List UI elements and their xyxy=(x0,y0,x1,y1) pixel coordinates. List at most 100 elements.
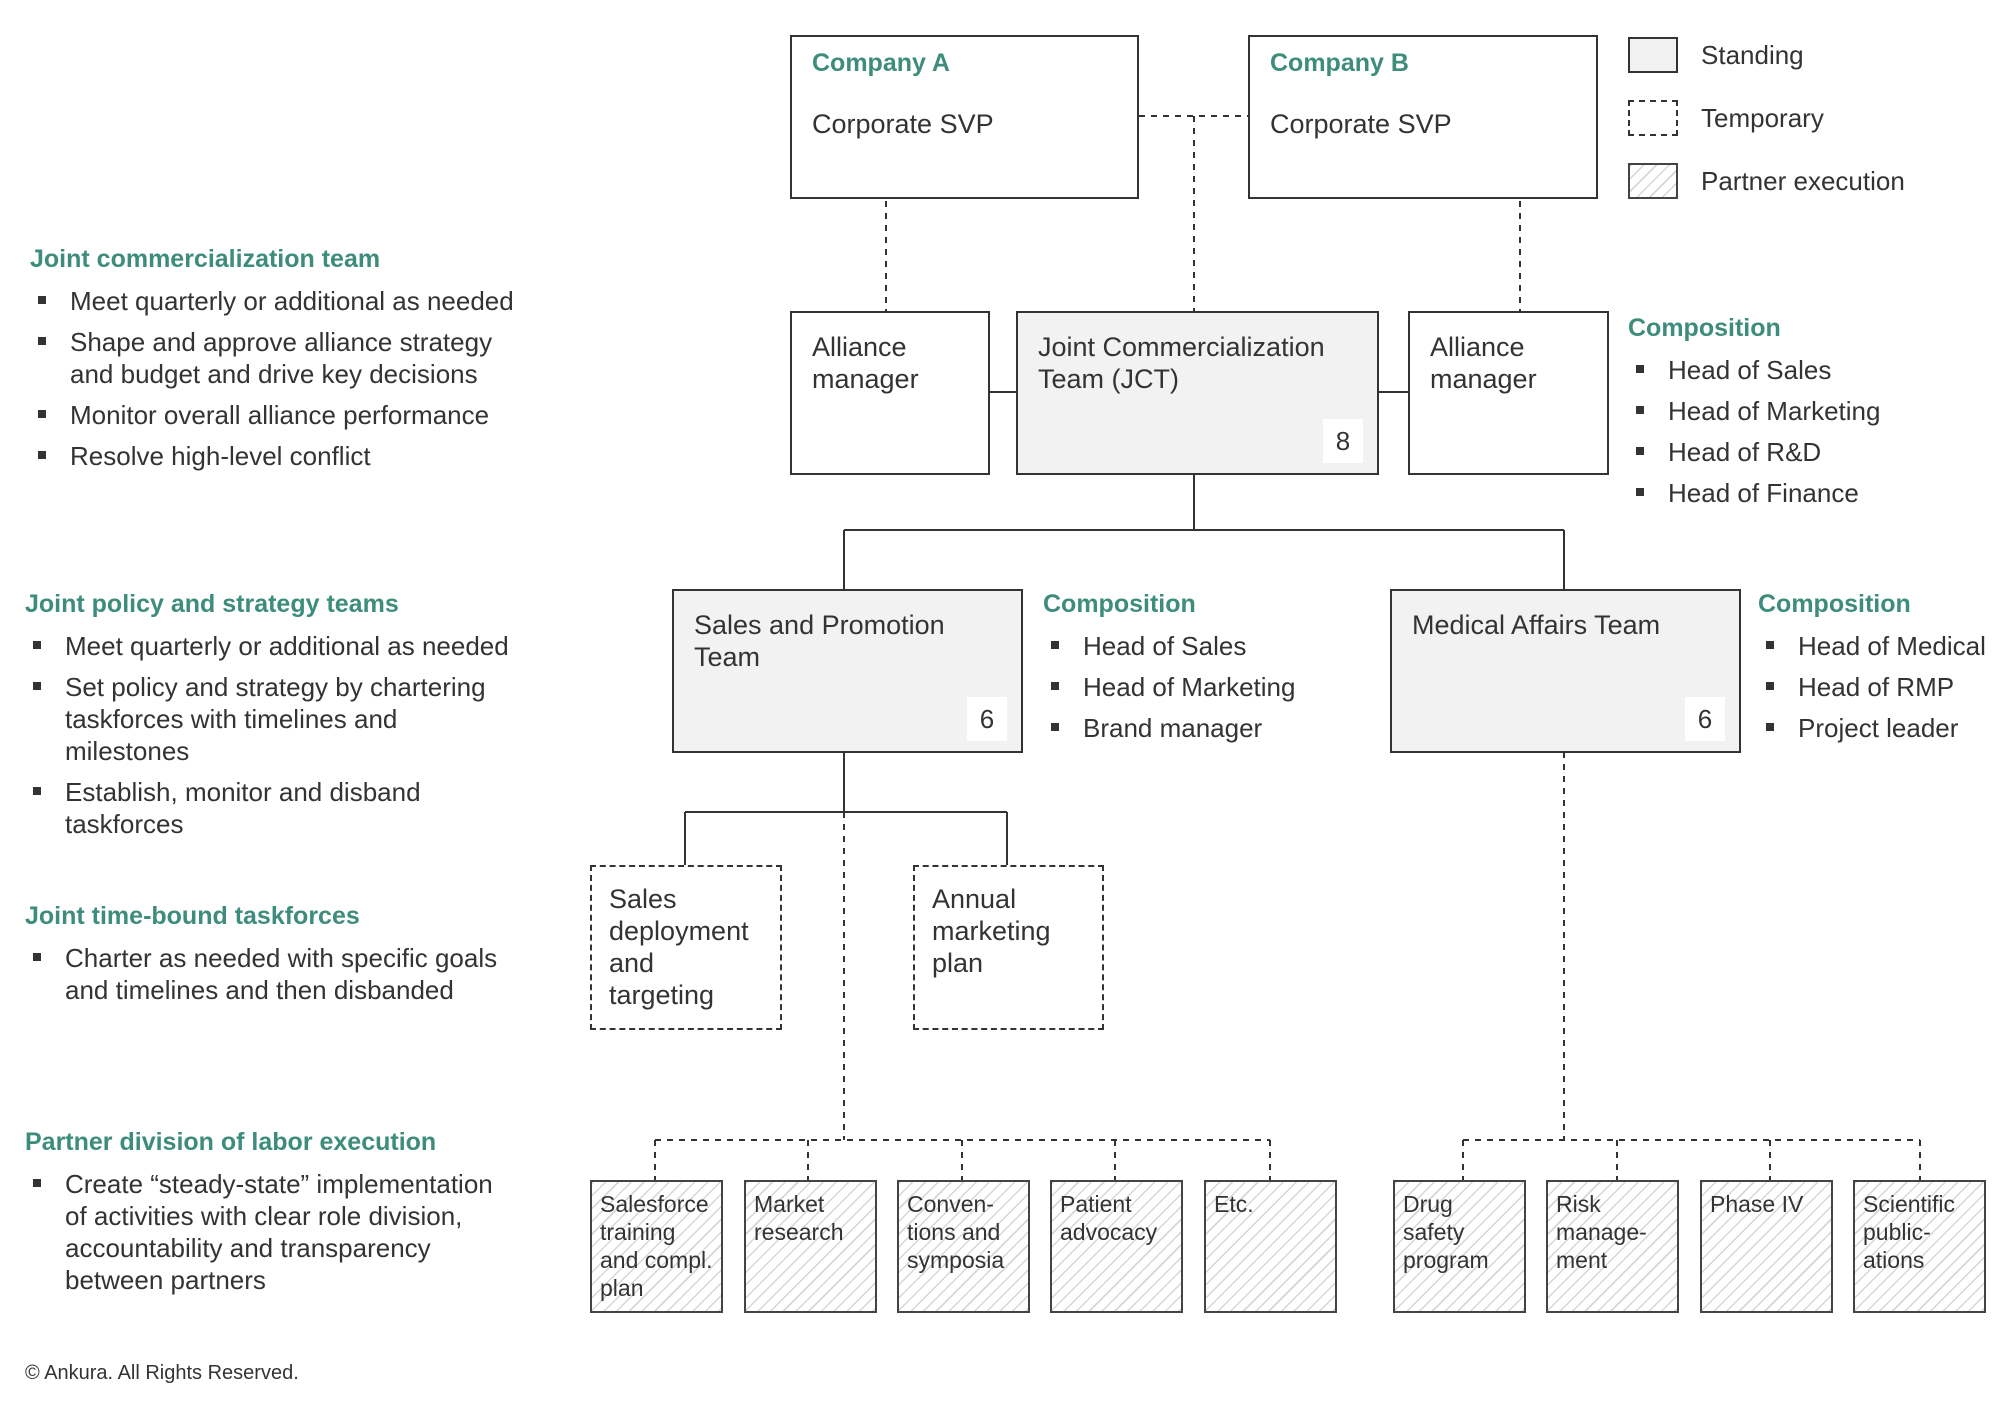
jct-count: 8 xyxy=(1323,419,1363,463)
sales-composition-title: Composition xyxy=(1043,590,1196,618)
bullet-square-icon xyxy=(38,337,46,345)
bullet-item: Meet quarterly or additional as needed xyxy=(30,285,514,317)
bullet-item: Project leader xyxy=(1758,712,1986,744)
bullet-square-icon xyxy=(1636,406,1644,414)
bullet-text: Head of Finance xyxy=(1668,478,1859,508)
bullet-text: Meet quarterly or additional as needed xyxy=(70,286,514,316)
legend-partner-label: Partner execution xyxy=(1701,166,1905,196)
bullet-item: Head of Sales xyxy=(1628,354,1880,386)
bullet-text: Resolve high-level conflict xyxy=(70,441,371,471)
bullet-square-icon xyxy=(1766,641,1774,649)
bullet-text: Head of R&D xyxy=(1668,437,1822,467)
bullet-item: Head of Marketing xyxy=(1628,395,1880,427)
exec-phase-iv-label: Phase IV xyxy=(1710,1191,1804,1217)
sales-team-count: 6 xyxy=(967,697,1007,741)
bullet-text: Head of RMP xyxy=(1798,672,1955,702)
bullet-square-icon xyxy=(1051,682,1059,690)
bullet-text: Brand manager xyxy=(1083,713,1263,743)
bullet-square-icon xyxy=(1636,365,1644,373)
section-partner-title: Partner division of labor execution xyxy=(25,1128,437,1156)
exec-phase-iv-box: Phase IV xyxy=(1700,1180,1833,1313)
bullet-square-icon xyxy=(33,953,41,961)
bullet-square-icon xyxy=(1051,723,1059,731)
bullet-text: Project leader xyxy=(1798,713,1959,743)
bullet-square-icon xyxy=(33,1179,41,1187)
medical-team-box: Medical Affairs Team 6 xyxy=(1390,589,1741,753)
bullet-square-icon xyxy=(1051,641,1059,649)
bullet-item: Head of Marketing xyxy=(1043,671,1295,703)
bullet-item: Head of RMP xyxy=(1758,671,1986,703)
legend-standing-swatch xyxy=(1628,37,1678,73)
company-b-name: Company B xyxy=(1270,49,1409,77)
medical-team-label: Medical Affairs Team xyxy=(1412,610,1661,640)
bullet-text: Head of Medical xyxy=(1798,631,1986,661)
medical-team-count: 6 xyxy=(1685,697,1725,741)
company-a-name: Company A xyxy=(812,49,950,77)
bullet-text: Head of Marketing xyxy=(1083,672,1296,702)
exec-etc-box: Etc. xyxy=(1204,1180,1337,1313)
bullet-text: Meet quarterly or additional as needed xyxy=(65,631,509,661)
bullet-square-icon xyxy=(1766,723,1774,731)
legend-partner-swatch xyxy=(1628,163,1678,199)
section-taskforces-title: Joint time-bound taskforces xyxy=(25,902,360,930)
company-b-role: Corporate SVP xyxy=(1270,109,1452,139)
company-a-box: Company A Corporate SVP xyxy=(790,35,1139,199)
company-a-role: Corporate SVP xyxy=(812,109,994,139)
section-policy-title: Joint policy and strategy teams xyxy=(25,590,399,618)
medical-composition-title: Composition xyxy=(1758,590,1911,618)
bullet-item: Resolve high-level conflict xyxy=(30,440,514,472)
bullet-item: Meet quarterly or additional as needed xyxy=(25,630,509,662)
bullet-square-icon xyxy=(38,296,46,304)
bullet-text: Head of Sales xyxy=(1083,631,1247,661)
bullet-item: Head of Sales xyxy=(1043,630,1295,662)
legend-standing-label: Standing xyxy=(1701,40,1804,70)
bullet-item: Monitor overall alliance performance xyxy=(30,399,514,431)
bullet-item: Head of Medical xyxy=(1758,630,1986,662)
copyright-footer: © Ankura. All Rights Reserved. xyxy=(25,1362,299,1384)
section-jct-title: Joint commercialization team xyxy=(30,245,381,273)
bullet-item: Brand manager xyxy=(1043,712,1295,744)
jct-composition-title: Composition xyxy=(1628,314,1781,342)
bullet-text: Head of Sales xyxy=(1668,355,1832,385)
